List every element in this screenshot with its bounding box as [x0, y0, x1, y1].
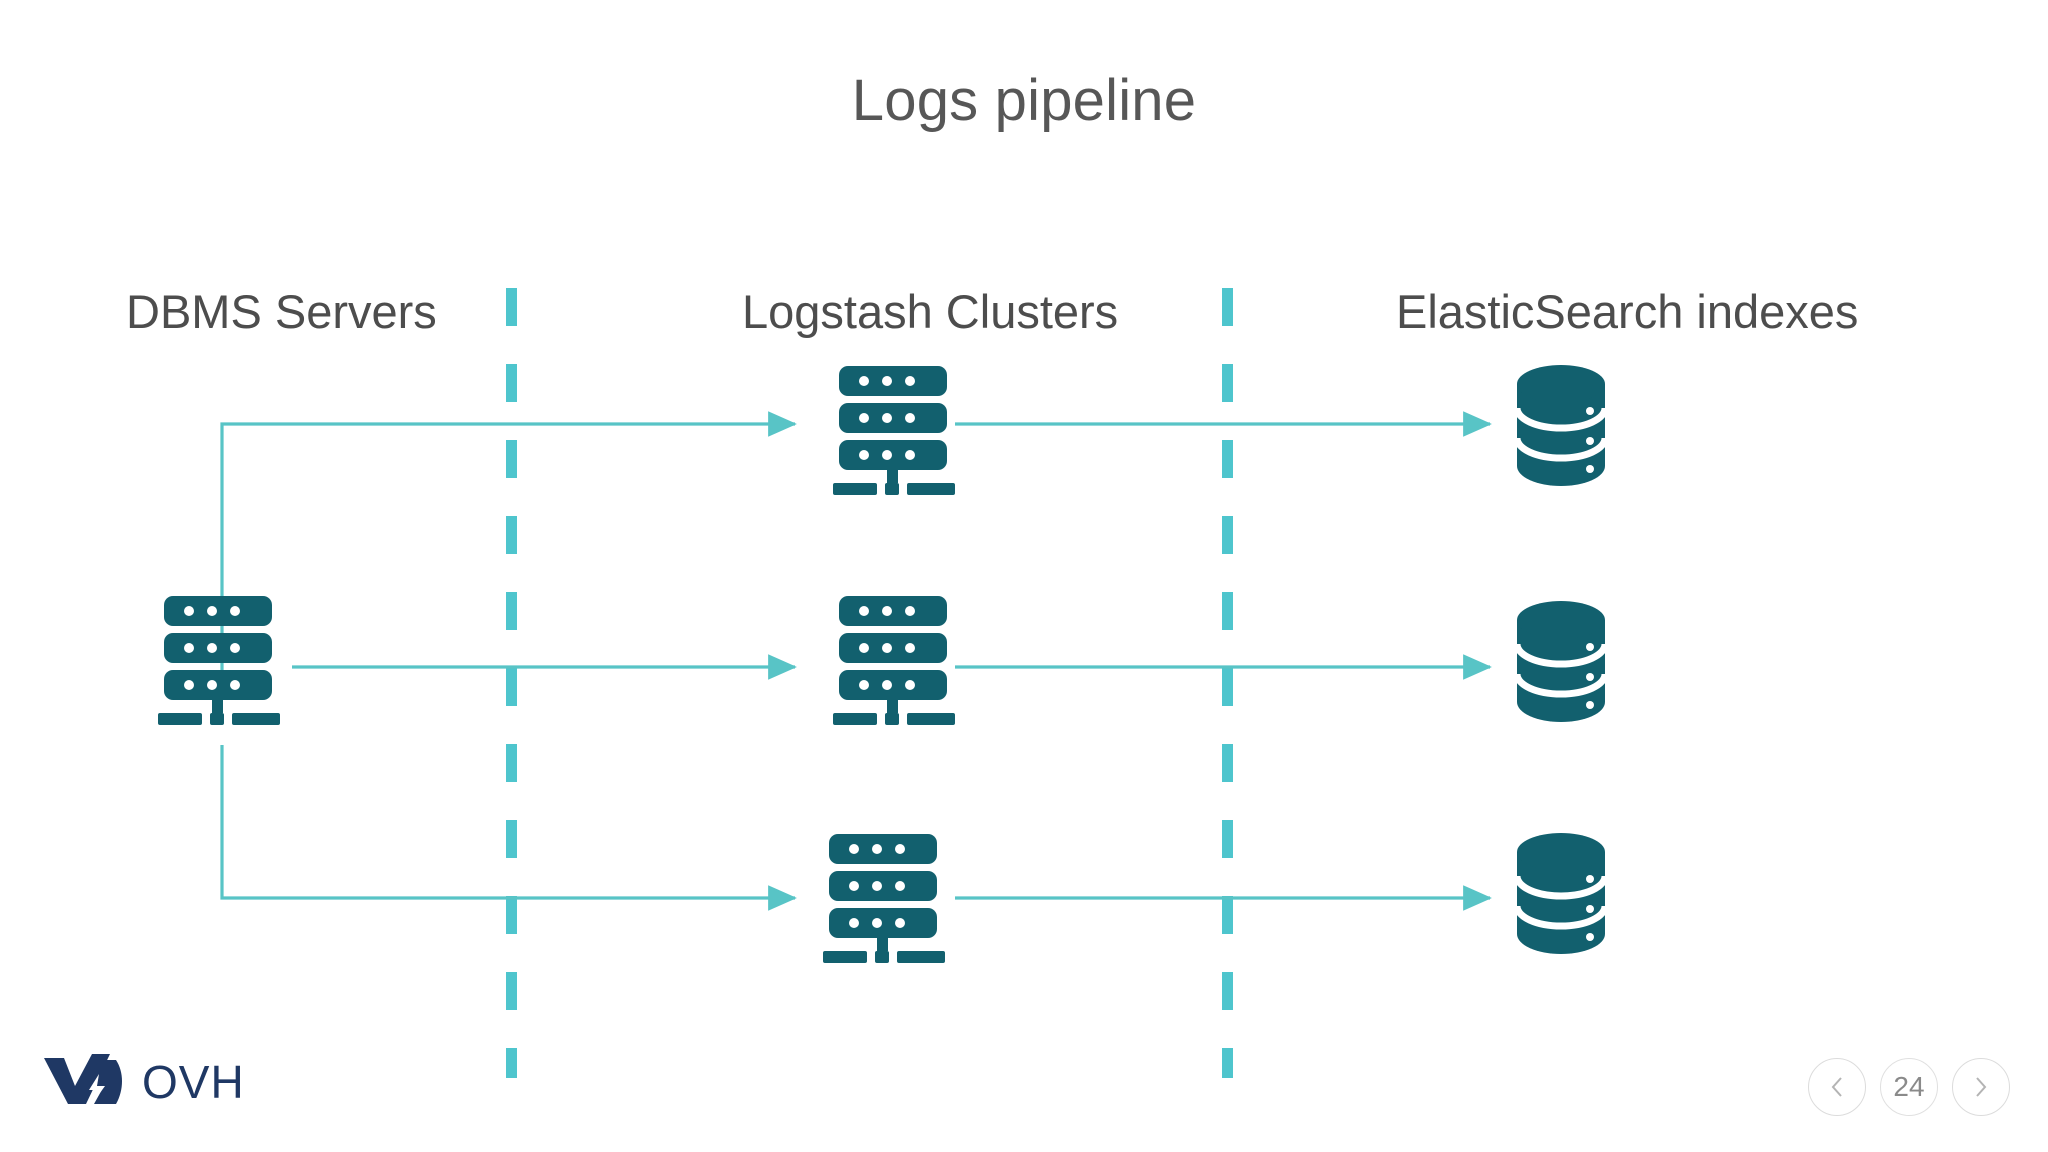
server-rack-icon — [833, 596, 955, 725]
stage-divider-1 — [506, 288, 517, 1078]
elasticsearch-index-3[interactable] — [1513, 832, 1609, 954]
chevron-right-icon — [1976, 1077, 1987, 1097]
database-cylinder-icon — [1513, 601, 1609, 722]
logstash-cluster-2[interactable] — [833, 594, 955, 726]
server-rack-icon — [833, 366, 955, 495]
pagination: 24 — [1808, 1058, 2010, 1116]
column-header-elasticsearch: ElasticSearch indexes — [1396, 285, 1859, 338]
stage-divider-2 — [1222, 288, 1233, 1078]
ovh-mark-icon — [44, 1054, 122, 1104]
page-number[interactable]: 24 — [1880, 1058, 1938, 1116]
dbms-server-1[interactable] — [158, 594, 280, 726]
page-title: Logs pipeline — [851, 68, 1197, 133]
elasticsearch-index-1[interactable] — [1513, 364, 1609, 486]
next-slide-button[interactable] — [1952, 1058, 2010, 1116]
server-rack-icon — [823, 834, 945, 963]
logstash-cluster-1[interactable] — [833, 364, 955, 496]
chevron-left-icon — [1831, 1077, 1842, 1097]
ovh-logo: OVH — [42, 1052, 245, 1112]
prev-slide-button[interactable] — [1808, 1058, 1866, 1116]
logstash-cluster-3[interactable] — [823, 832, 945, 964]
database-cylinder-icon — [1513, 365, 1609, 486]
column-header-logstash: Logstash Clusters — [742, 285, 1119, 338]
ovh-wordmark: OVH — [142, 1056, 245, 1108]
server-rack-icon — [158, 596, 280, 725]
elasticsearch-index-2[interactable] — [1513, 600, 1609, 722]
column-header-dbms: DBMS Servers — [126, 285, 437, 338]
database-cylinder-icon — [1513, 833, 1609, 954]
